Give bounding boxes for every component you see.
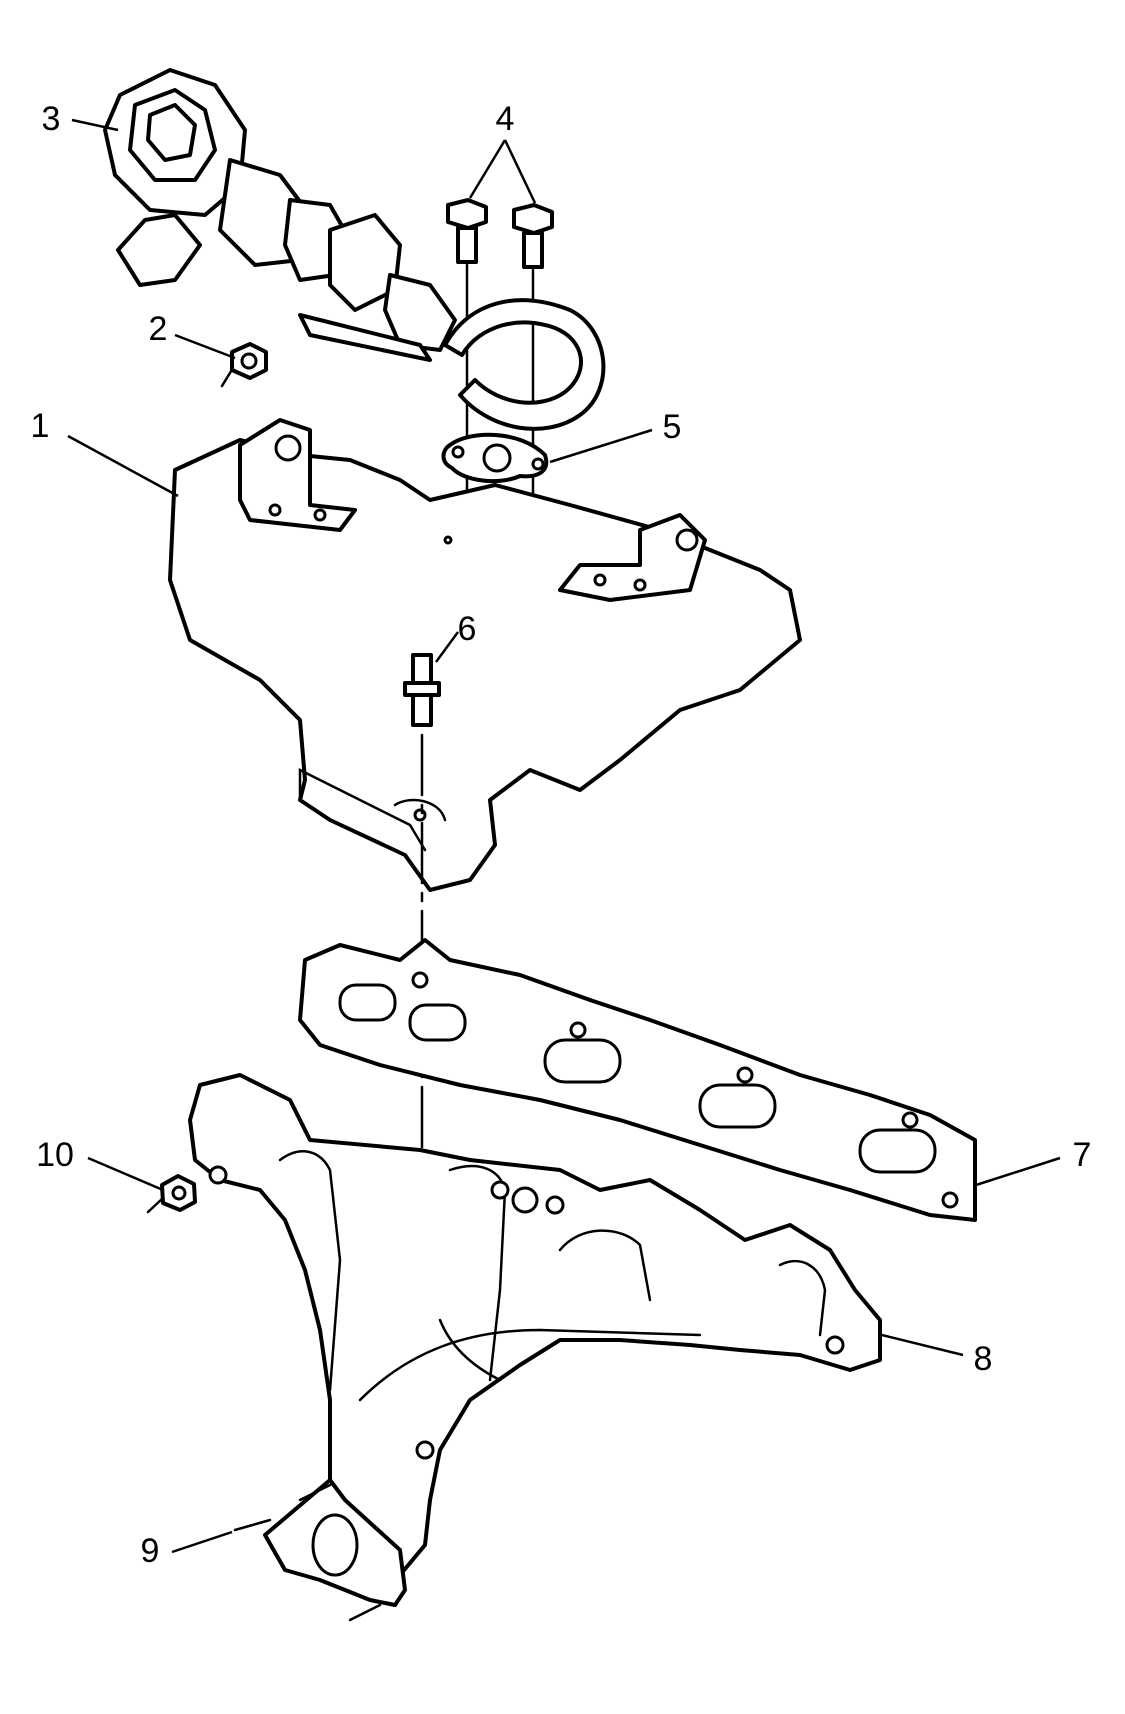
outlet-stud-left <box>233 1518 272 1532</box>
heat-shield <box>168 418 802 892</box>
callout-1: 1 <box>31 407 50 445</box>
callout-8: 8 <box>974 1340 993 1378</box>
leader-line-10 <box>87 1156 164 1192</box>
callout-4: 4 <box>496 100 515 138</box>
callout-10: 10 <box>36 1136 74 1174</box>
pipe-gasket <box>441 432 549 484</box>
leader-line-6 <box>434 631 460 663</box>
callout-3: 3 <box>42 100 61 138</box>
leader-line-7 <box>975 1156 1061 1187</box>
outlet-stud-upper <box>298 1483 332 1502</box>
leader-line-8 <box>881 1333 964 1357</box>
heat-shield-stud <box>403 653 441 727</box>
pipe-bolt-right <box>512 203 554 269</box>
callout-5: 5 <box>663 408 682 446</box>
callout-6: 6 <box>458 610 477 648</box>
valve-nut <box>220 342 268 388</box>
exhaust-manifold <box>188 1073 882 1607</box>
manifold-nut <box>146 1174 197 1214</box>
callout-2: 2 <box>149 310 168 348</box>
leader-line-4b <box>503 139 537 204</box>
secondary-air-valve <box>103 68 457 362</box>
leader-line-5 <box>549 428 653 464</box>
leader-line-1 <box>67 434 179 498</box>
leader-line-4a <box>468 139 507 199</box>
pipe-bolt-left <box>446 198 488 264</box>
leader-line-3 <box>71 118 119 132</box>
leader-line-9 <box>171 1530 233 1554</box>
callout-7: 7 <box>1073 1136 1092 1174</box>
outlet-stud-lower <box>348 1603 382 1622</box>
leader-line-2 <box>174 333 236 360</box>
callout-9: 9 <box>141 1532 160 1570</box>
air-injection-pipe <box>443 298 606 431</box>
manifold-gasket <box>298 938 977 1222</box>
